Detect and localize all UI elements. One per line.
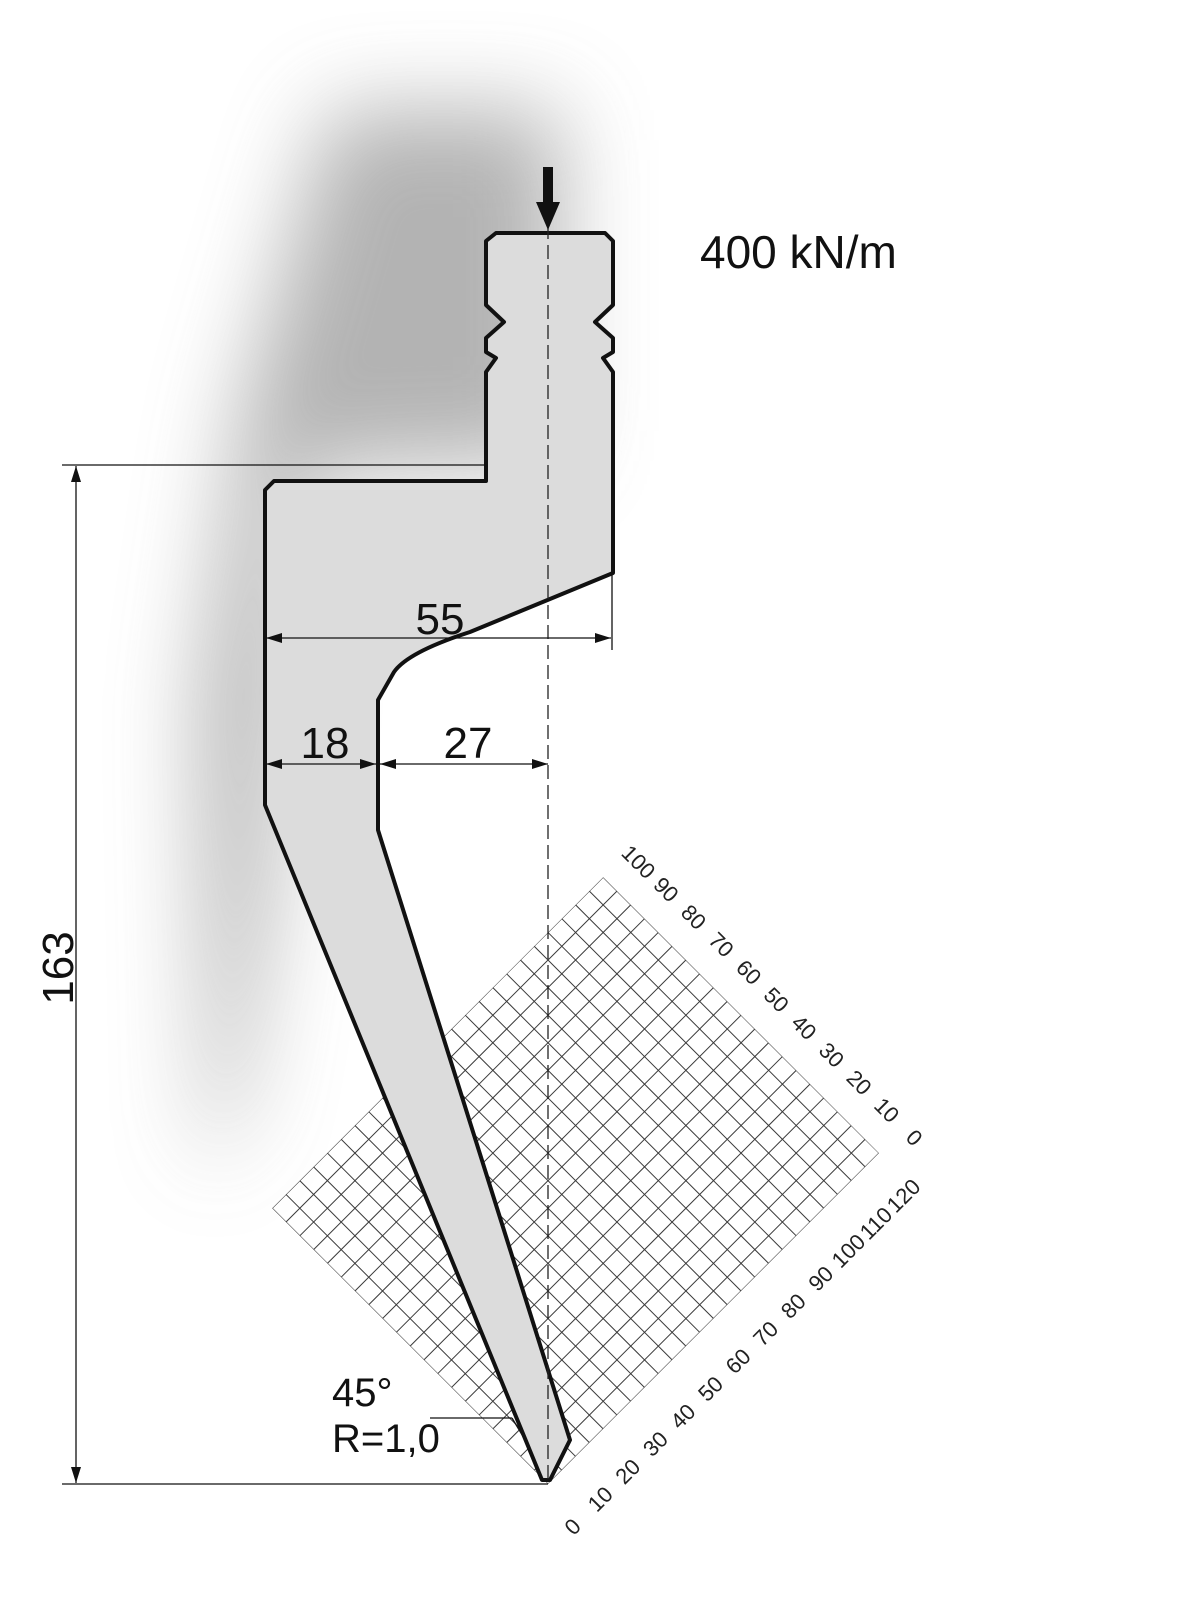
grid-line bbox=[520, 1125, 852, 1457]
grid-line bbox=[285, 890, 618, 1223]
width-top-dimension bbox=[266, 575, 613, 650]
lower-scale-label: 60 bbox=[721, 1344, 756, 1379]
offset-dimension bbox=[380, 759, 548, 769]
lower-scale-label: 50 bbox=[693, 1371, 728, 1406]
upper-scale-label: 100 bbox=[617, 840, 661, 884]
background-shadow bbox=[200, 110, 560, 1180]
grid-line bbox=[533, 1138, 866, 1471]
upper-scale-label: 50 bbox=[759, 982, 794, 1017]
upper-scale-label: 40 bbox=[786, 1010, 821, 1045]
lower-scale-label: 0 bbox=[560, 1514, 586, 1540]
grid-line bbox=[299, 904, 632, 1237]
grid-line bbox=[313, 918, 645, 1250]
grid-line bbox=[506, 1111, 838, 1443]
upper-scale-label: 20 bbox=[842, 1065, 877, 1100]
tip-radius-label: R=1,0 bbox=[332, 1417, 440, 1461]
height-label: 163 bbox=[34, 931, 83, 1004]
grid-line bbox=[354, 959, 687, 1292]
grid-line bbox=[327, 932, 659, 1264]
lower-scale-label: 40 bbox=[666, 1399, 701, 1434]
tip-leader bbox=[430, 1417, 531, 1449]
grid-line bbox=[395, 1001, 728, 1333]
punch-profile bbox=[263, 231, 615, 1482]
force-label: 400 kN/m bbox=[700, 226, 897, 278]
force-arrow-icon bbox=[536, 167, 560, 230]
lower-scale-label: 20 bbox=[610, 1454, 645, 1489]
upper-scale-label: 80 bbox=[676, 900, 711, 935]
lower-scale-label: 70 bbox=[748, 1316, 783, 1351]
height-dimension bbox=[62, 464, 548, 1485]
upper-scale-label: 90 bbox=[649, 872, 684, 907]
offset-label: 27 bbox=[444, 719, 493, 768]
lower-scale-label: 30 bbox=[638, 1426, 673, 1461]
lower-scale-label: 80 bbox=[776, 1289, 811, 1324]
tip-angle-label: 45° bbox=[332, 1371, 393, 1415]
upper-scale-label: 0 bbox=[901, 1125, 927, 1151]
upper-scale-label: 10 bbox=[869, 1093, 904, 1128]
upper-scale-label: 60 bbox=[731, 955, 766, 990]
width-body-dimension bbox=[266, 759, 376, 769]
lower-scale-label: 10 bbox=[583, 1482, 618, 1517]
grid-line bbox=[368, 973, 701, 1306]
upper-scale-label: 70 bbox=[704, 927, 739, 962]
lower-scale-label: 90 bbox=[803, 1261, 838, 1296]
width-body-label: 18 bbox=[301, 719, 350, 768]
grid-line bbox=[340, 945, 673, 1278]
grid-line bbox=[547, 1152, 879, 1484]
upper-scale-label: 30 bbox=[814, 1038, 849, 1073]
width-top-label: 55 bbox=[416, 595, 465, 644]
